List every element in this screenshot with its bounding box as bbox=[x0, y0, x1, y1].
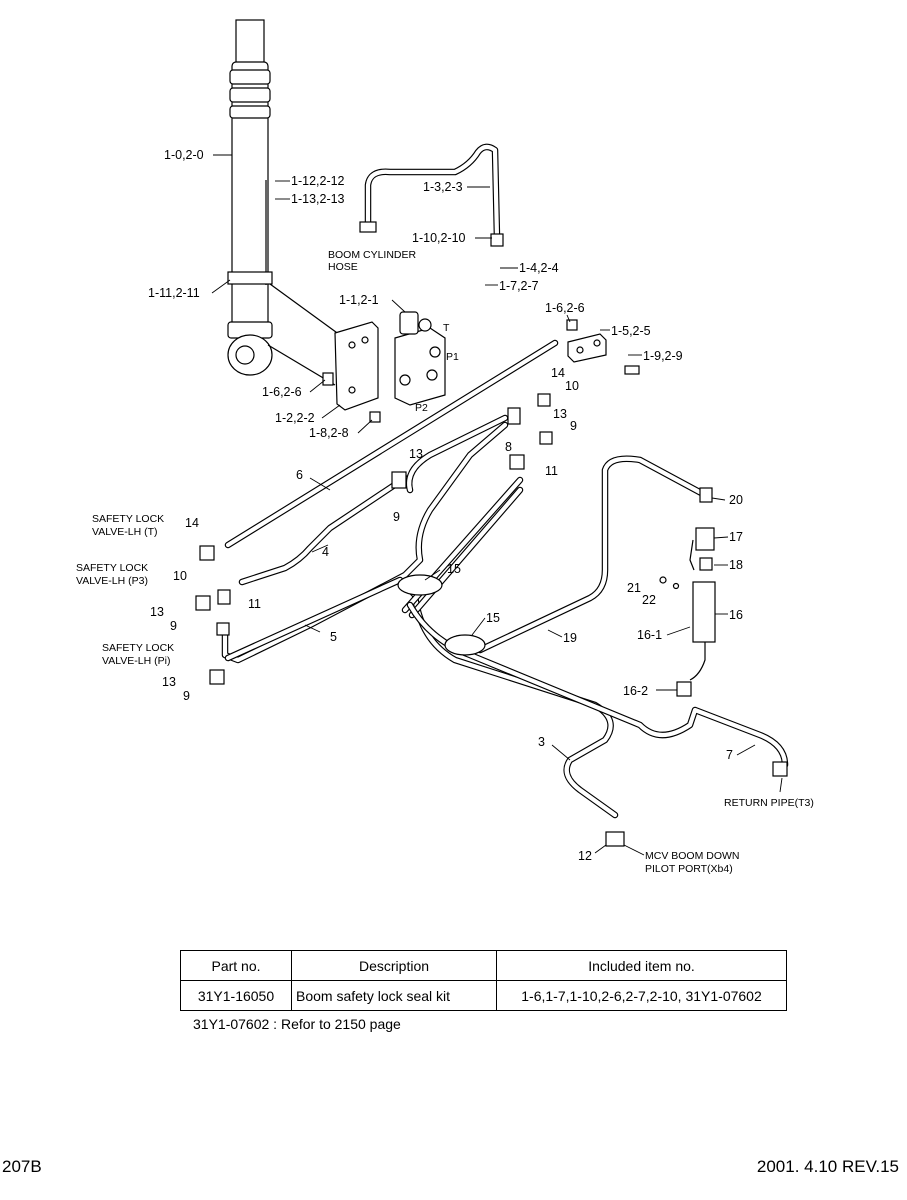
safety-lock-t-line2: VALVE-LH (T) bbox=[92, 526, 158, 538]
cell-part-no: 31Y1-16050 bbox=[180, 980, 292, 1011]
safety-lock-t-line1: SAFETY LOCK bbox=[92, 513, 164, 525]
mcv-note-line2: PILOT PORT(Xb4) bbox=[645, 863, 733, 875]
callout-1-10: 1-10,2-10 bbox=[412, 231, 466, 245]
port-t-label: T bbox=[443, 322, 450, 334]
parts-table: Part no. Description Included item no. 3… bbox=[180, 950, 787, 1011]
mounting-bracket bbox=[334, 321, 379, 411]
callout-9-top: 9 bbox=[570, 419, 577, 433]
table-header-row: Part no. Description Included item no. bbox=[180, 950, 787, 981]
callout-18: 18 bbox=[729, 558, 743, 572]
safety-lock-p3-line2: VALVE-LH (P3) bbox=[76, 575, 148, 587]
return-pipe-note: RETURN PIPE(T3) bbox=[724, 797, 814, 809]
callout-1-2: 1-2,2-2 bbox=[275, 411, 315, 425]
hose-clamps bbox=[397, 574, 486, 656]
callout-14-top: 14 bbox=[551, 366, 565, 380]
port-p2-label: P2 bbox=[415, 402, 428, 414]
callout-19: 19 bbox=[563, 631, 577, 645]
callout-1-3: 1-3,2-3 bbox=[423, 180, 463, 194]
port-p1-label: P1 bbox=[446, 351, 459, 363]
callout-1-8: 1-8,2-8 bbox=[309, 426, 349, 440]
callout-3: 3 bbox=[538, 735, 545, 749]
leader-lines bbox=[211, 154, 783, 856]
mcv-note-line1: MCV BOOM DOWN bbox=[645, 850, 740, 862]
safety-lock-pi-line2: VALVE-LH (Pi) bbox=[102, 655, 170, 667]
callout-8: 8 bbox=[505, 440, 512, 454]
fittings bbox=[195, 319, 788, 847]
callout-9-pi: 9 bbox=[183, 689, 190, 703]
hydraulic-parts-diagram: 1-0,2-0 1-12,2-12 1-13,2-13 1-3,2-3 1-10… bbox=[76, 19, 814, 875]
callout-14-left: 14 bbox=[185, 516, 199, 530]
callout-15-lower: 15 bbox=[486, 611, 500, 625]
cell-included-items: 1-6,1-7,1-10,2-6,2-7,2-10, 31Y1-07602 bbox=[496, 980, 787, 1011]
boom-cylinder-hose bbox=[359, 143, 504, 247]
callout-5: 5 bbox=[330, 630, 337, 644]
callout-22: 22 bbox=[642, 593, 656, 607]
callout-1-12: 1-12,2-12 bbox=[291, 174, 345, 188]
boom-hose-note-line2: HOSE bbox=[328, 261, 358, 273]
safety-lock-pi-line1: SAFETY LOCK bbox=[102, 642, 174, 654]
callout-labels: 1-0,2-0 1-12,2-12 1-13,2-13 1-3,2-3 1-10… bbox=[148, 148, 743, 863]
callout-15-upper: 15 bbox=[447, 562, 461, 576]
callout-16-1: 16-1 bbox=[637, 628, 662, 642]
callout-17: 17 bbox=[729, 530, 743, 544]
pressure-switch-assembly bbox=[659, 527, 716, 697]
callout-11-right: 11 bbox=[545, 464, 558, 478]
hoses bbox=[221, 339, 789, 819]
clamp-plate bbox=[567, 333, 607, 363]
boom-hose-note-line1: BOOM CYLINDER bbox=[328, 249, 417, 261]
header-part-no: Part no. bbox=[180, 950, 292, 981]
callout-1-6-left: 1-6,2-6 bbox=[262, 385, 302, 399]
cell-description: Boom safety lock seal kit bbox=[291, 980, 497, 1011]
callout-16: 16 bbox=[729, 608, 743, 622]
callout-6: 6 bbox=[296, 468, 303, 482]
callout-1-13: 1-13,2-13 bbox=[291, 192, 345, 206]
callout-1-4: 1-4,2-4 bbox=[519, 261, 559, 275]
footnote: 31Y1-07602 : Refor to 2150 page bbox=[193, 1016, 401, 1032]
page-number: 207B bbox=[2, 1157, 42, 1176]
callout-20: 20 bbox=[729, 493, 743, 507]
callout-1-9: 1-9,2-9 bbox=[643, 349, 683, 363]
callout-16-2: 16-2 bbox=[623, 684, 648, 698]
callout-1-1: 1-1,2-1 bbox=[339, 293, 379, 307]
callout-4: 4 bbox=[322, 545, 329, 559]
callout-1-0: 1-0,2-0 bbox=[164, 148, 204, 162]
annotations: BOOM CYLINDER HOSE SAFETY LOCK VALVE-LH … bbox=[76, 249, 814, 875]
boom-cylinder bbox=[227, 19, 341, 386]
callout-13-top: 13 bbox=[553, 407, 567, 421]
callout-11-left: 11 bbox=[248, 597, 261, 611]
safety-lock-valve bbox=[394, 311, 446, 406]
callout-1-6-top: 1-6,2-6 bbox=[545, 301, 585, 315]
callout-12: 12 bbox=[578, 849, 592, 863]
callout-13-p3: 13 bbox=[150, 605, 164, 619]
callout-7: 7 bbox=[726, 748, 733, 762]
callout-1-5: 1-5,2-5 bbox=[611, 324, 651, 338]
callout-1-7: 1-7,2-7 bbox=[499, 279, 539, 293]
callout-1-11: 1-11,2-11 bbox=[148, 286, 200, 300]
callout-10-top: 10 bbox=[565, 379, 579, 393]
header-description: Description bbox=[291, 950, 497, 981]
table-row: 31Y1-16050 Boom safety lock seal kit 1-6… bbox=[180, 980, 787, 1011]
callout-13-pi: 13 bbox=[162, 675, 176, 689]
callout-10-left: 10 bbox=[173, 569, 187, 583]
callout-13-mid: 13 bbox=[409, 447, 423, 461]
callout-9-mid: 9 bbox=[393, 510, 400, 524]
callout-9-p3: 9 bbox=[170, 619, 177, 633]
callout-21: 21 bbox=[627, 581, 641, 595]
header-included-items: Included item no. bbox=[496, 950, 787, 981]
revision-stamp: 2001. 4.10 REV.15 bbox=[756, 1157, 899, 1176]
safety-lock-p3-line1: SAFETY LOCK bbox=[76, 562, 148, 574]
